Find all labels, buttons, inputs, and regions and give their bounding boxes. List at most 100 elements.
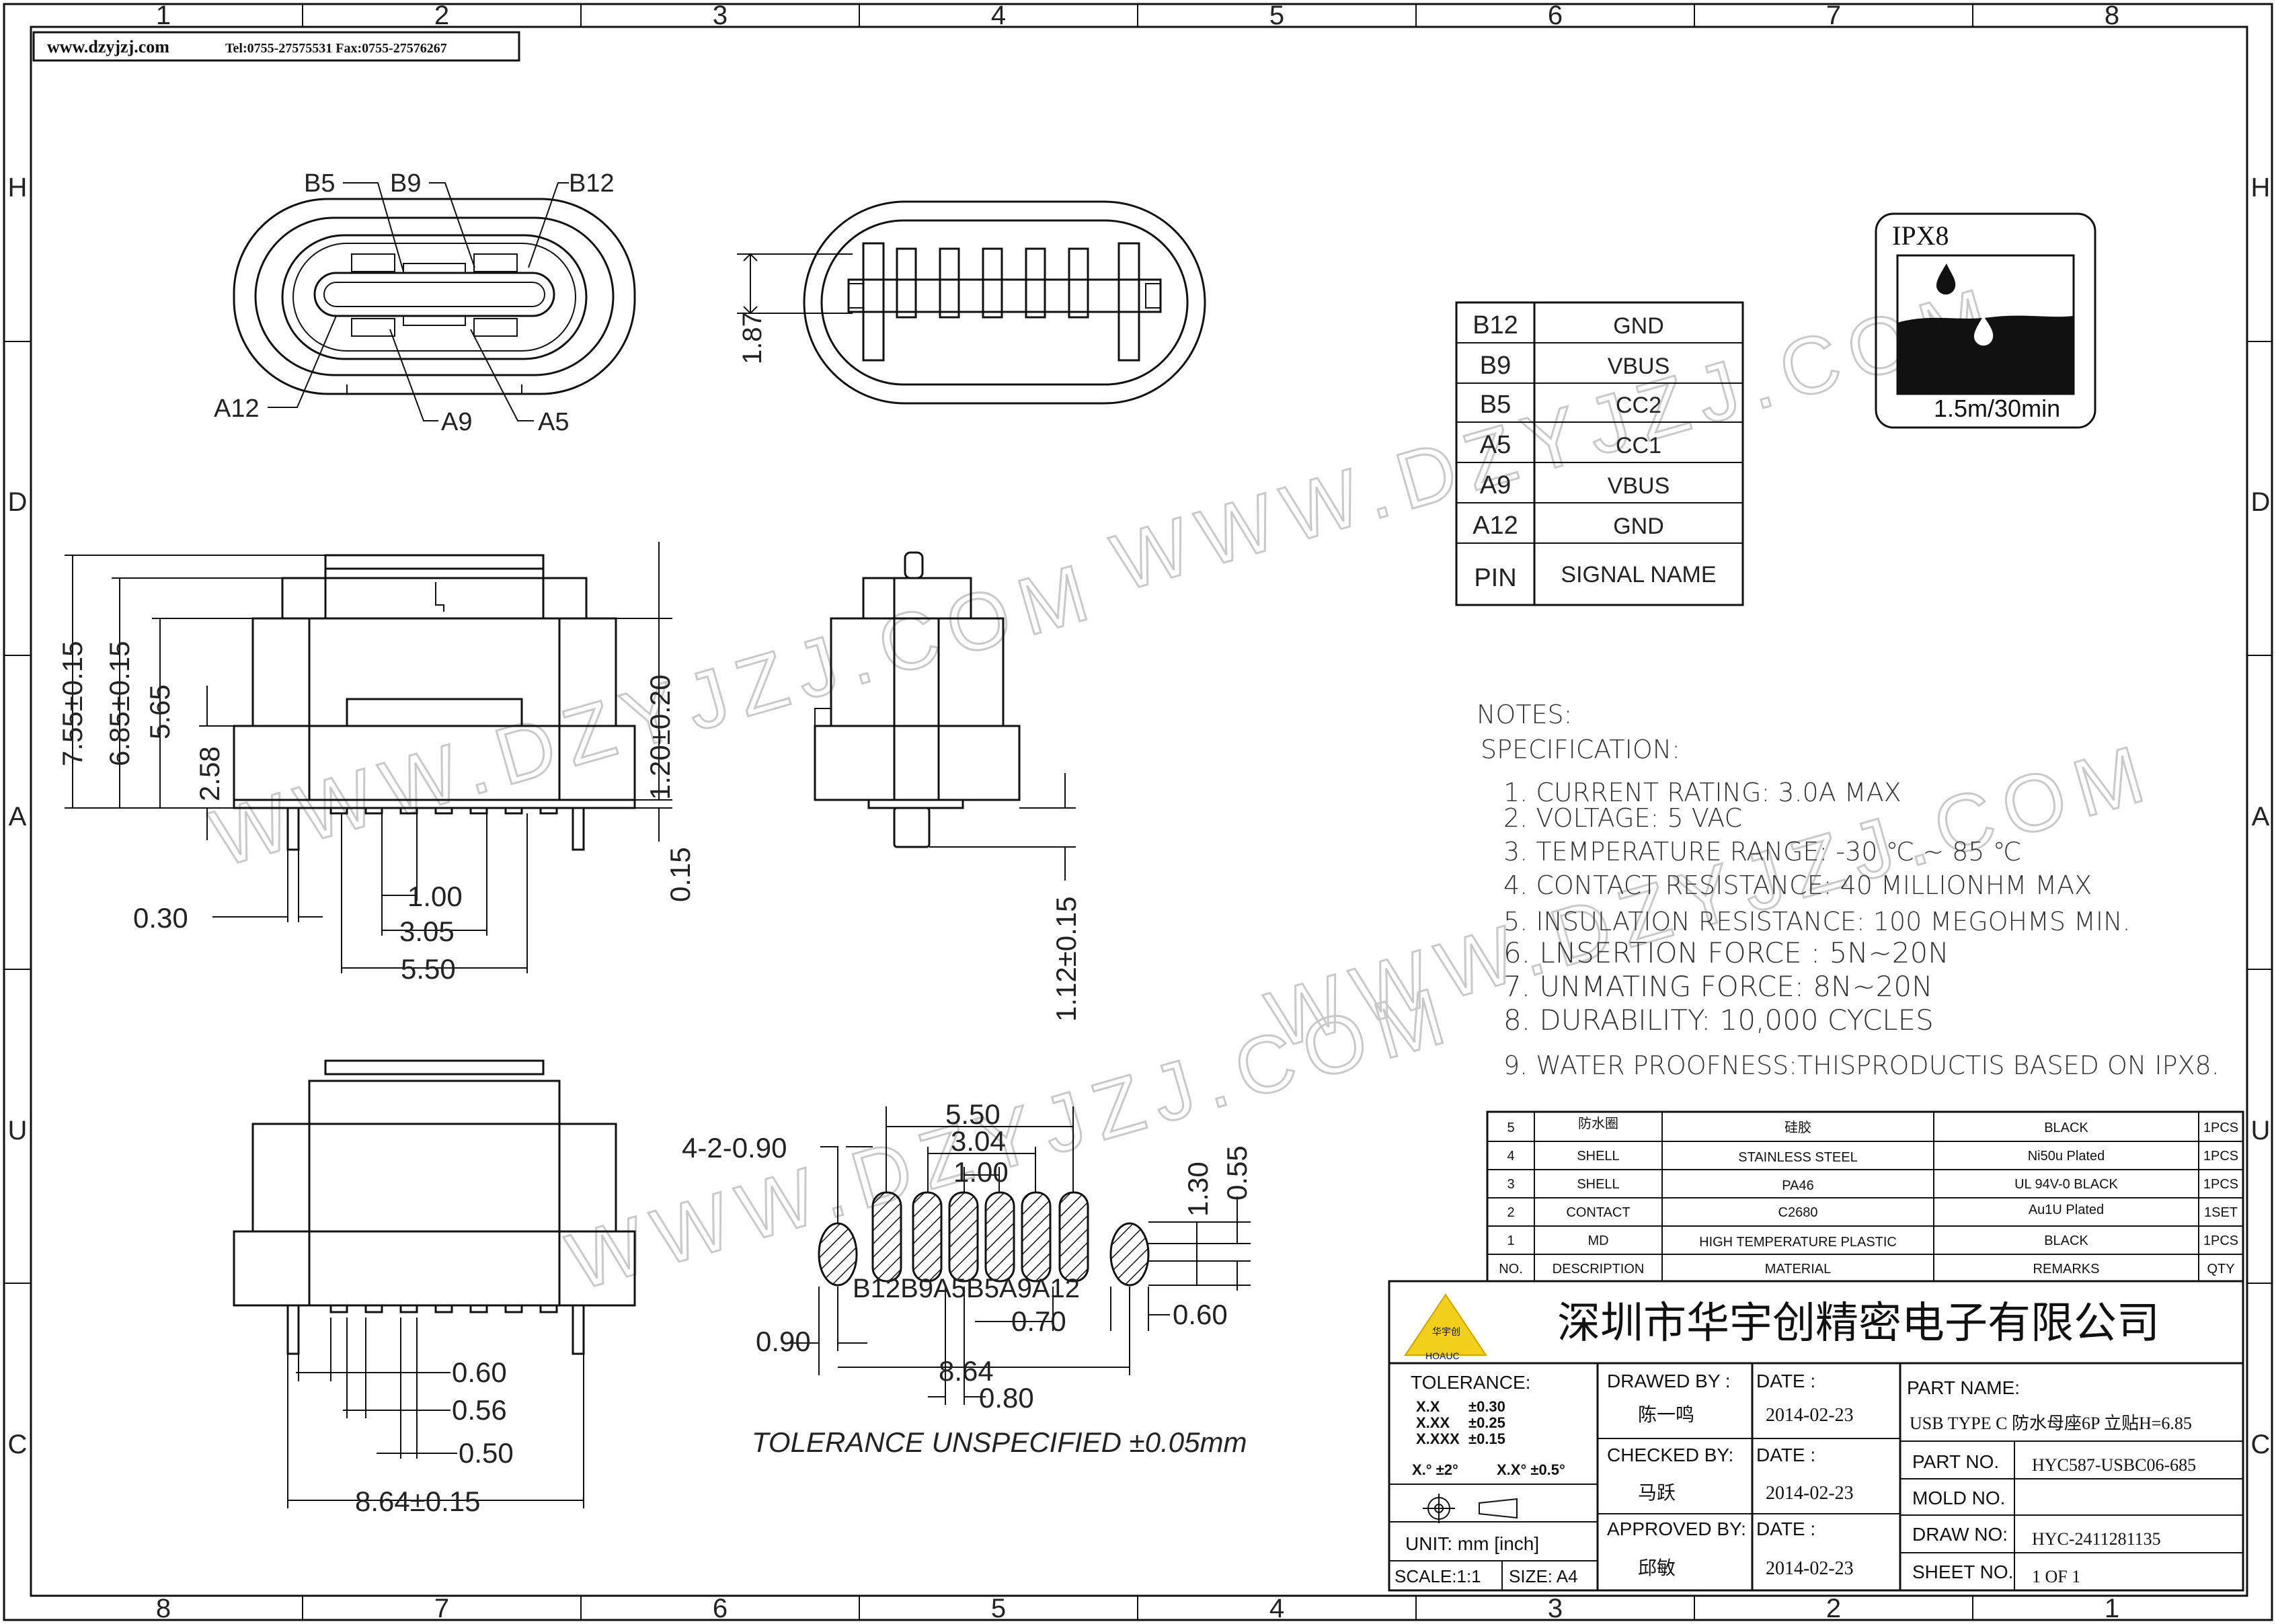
bom-qty-3: 1PCS xyxy=(2203,1177,2238,1192)
zone-bottom-8: 8 xyxy=(156,1594,171,1623)
approved-by: 邱敏 xyxy=(1638,1557,1676,1579)
bom-mat-4: STAINLESS STEEL xyxy=(1738,1150,1857,1165)
pin-table-pin-0: B12 xyxy=(1473,311,1518,339)
bom-mat-3: PA46 xyxy=(1782,1178,1813,1193)
logo-text: HOAUC xyxy=(1425,1350,1460,1361)
dim-1-20: 1.20±0.20 xyxy=(644,674,676,800)
size-label: SIZE: A4 xyxy=(1509,1566,1578,1586)
note-8: 8. DURABILITY: 10,000 CYCLES xyxy=(1503,1004,1934,1037)
bom-header-desc: DESCRIPTION xyxy=(1553,1262,1645,1276)
side-view xyxy=(814,551,1076,881)
dim-fp-0-70: 0.70 xyxy=(1011,1305,1066,1337)
date-approved: 2014-02-23 xyxy=(1766,1558,1854,1579)
bom-mat-5: 硅胶 xyxy=(1784,1120,1811,1135)
drawn-by-label: DRAWED BY : xyxy=(1607,1371,1731,1391)
note-4: 4. CONTACT RESISTANCE: 40 MILLIONHM MAX xyxy=(1503,870,2092,900)
bom-header-no: NO. xyxy=(1499,1262,1523,1276)
sheet-no: 1 OF 1 xyxy=(2032,1567,2080,1586)
zone-right-U: U xyxy=(2251,1116,2271,1145)
ipx8-caption: 1.5m/30min xyxy=(1934,395,2060,422)
pin-table xyxy=(1455,301,1744,606)
dim-6-85: 6.85±0.15 xyxy=(104,641,135,766)
part-name: USB TYPE C 防水母座6P 立贴H=6.85 xyxy=(1910,1414,2192,1433)
note-7: 7. UNMATING FORCE: 8N~20N xyxy=(1503,970,1933,1003)
dim-1-87: 1.87 xyxy=(738,312,767,364)
label-B9: B9 xyxy=(390,169,421,198)
dim-fp-0-90: 0.90 xyxy=(756,1326,811,1357)
part-name-label: PART NAME: xyxy=(1907,1377,2020,1398)
title-block xyxy=(1388,1280,2244,1592)
zone-top-1: 1 xyxy=(156,1,171,30)
bom-rem-4: Ni50u Plated xyxy=(2028,1149,2105,1164)
pin-table-signal-5: GND xyxy=(1613,514,1664,539)
dim-0-15: 0.15 xyxy=(664,847,696,902)
tol-v-0: ±0.30 xyxy=(1468,1398,1505,1415)
checked-by-label: CHECKED BY: xyxy=(1607,1445,1733,1465)
dim-fp-0-55: 0.55 xyxy=(1221,1145,1253,1201)
bom-desc-2: CONTACT xyxy=(1566,1205,1630,1220)
tol-k-0: X.X xyxy=(1416,1398,1440,1415)
bom-header-remarks: REMARKS xyxy=(2033,1262,2100,1276)
zone-bottom-7: 7 xyxy=(434,1594,449,1623)
company-name: 深圳市华宇创精密电子有限公司 xyxy=(1557,1299,2160,1347)
pin-table-signal-0: GND xyxy=(1613,313,1664,339)
dim-fp-5-50: 5.50 xyxy=(945,1098,1000,1130)
approved-by-label: APPROVED BY: xyxy=(1607,1518,1746,1539)
zone-left-D: D xyxy=(8,487,28,517)
dim-7-55: 7.55±0.15 xyxy=(56,641,88,766)
bom-no-5: 5 xyxy=(1507,1121,1514,1135)
zone-left-A: A xyxy=(9,802,27,831)
bom-mat-1: HIGH TEMPERATURE PLASTIC xyxy=(1699,1235,1897,1250)
dim-0-30: 0.30 xyxy=(133,902,188,934)
note-6: 6. LNSERTION FORCE : 5N~20N xyxy=(1503,936,1949,969)
pin-table-signal-1: VBUS xyxy=(1608,354,1670,379)
tol-v-1: ±0.25 xyxy=(1468,1414,1505,1431)
zone-right-D: D xyxy=(2251,487,2271,517)
bom-no-1: 1 xyxy=(1507,1233,1514,1248)
zone-top-2: 2 xyxy=(434,1,449,30)
bom-rem-3: UL 94V-0 BLACK xyxy=(2014,1177,2118,1192)
bom-qty-5: 1PCS xyxy=(2203,1121,2238,1135)
dim-fp-0-60: 0.60 xyxy=(1173,1299,1228,1330)
date-label-3: DATE : xyxy=(1756,1518,1815,1539)
ipx8-badge xyxy=(1875,212,2096,429)
pin-table-pin-4: A9 xyxy=(1480,471,1511,499)
pin-table-signal-3: CC1 xyxy=(1616,433,1661,458)
unit-label: UNIT: mm [inch] xyxy=(1405,1533,1539,1554)
pin-table-pin-2: B5 xyxy=(1480,391,1511,419)
dim-1-00: 1.00 xyxy=(407,881,463,912)
label-B5: B5 xyxy=(304,169,335,198)
dim-5-65: 5.65 xyxy=(144,684,175,739)
note-2: 2. VOLTAGE: 5 VAC xyxy=(1503,803,1742,833)
draw-no: HYC-2411281135 xyxy=(2032,1529,2161,1549)
scale-label: SCALE:1:1 xyxy=(1395,1566,1481,1586)
logo-cn: 华宇创 xyxy=(1432,1327,1460,1338)
tol-k-2: X.XXX xyxy=(1416,1430,1460,1447)
zone-top-6: 6 xyxy=(1548,1,1563,30)
zone-bottom-3: 3 xyxy=(1548,1594,1563,1623)
bom-rows: 5 防水圈 硅胶 BLACK 1PCS 4 SHELL STAINLESS ST… xyxy=(1499,1116,2238,1276)
bom-rem-2: Au1U Plated xyxy=(2029,1203,2104,1217)
tolerance-title: TOLERANCE: xyxy=(1411,1372,1530,1393)
pin-table-signal-4: VBUS xyxy=(1608,473,1670,499)
sheet-no-label: SHEET NO. xyxy=(1912,1561,2013,1582)
note-9: 9. WATER PROOFNESS:THISPRODUCTIS BASED O… xyxy=(1503,1051,2220,1080)
pin-table-signal-2: CC2 xyxy=(1616,393,1661,418)
mold-no-label: MOLD NO. xyxy=(1912,1488,2005,1508)
bom-header-material: MATERIAL xyxy=(1765,1262,1832,1276)
label-A9: A9 xyxy=(441,408,472,436)
draw-no-label: DRAW NO: xyxy=(1912,1524,2008,1545)
tol-v-2: ±0.15 xyxy=(1468,1430,1505,1447)
dim-fp-1-00: 1.00 xyxy=(953,1156,1009,1188)
logo-icon xyxy=(1404,1293,1487,1356)
zone-left-U: U xyxy=(8,1116,28,1145)
zone-right-C: C xyxy=(2251,1430,2271,1459)
dim-fp-8-64: 8.64 xyxy=(939,1355,994,1387)
zone-right-A: A xyxy=(2252,802,2270,831)
dim-0-56: 0.56 xyxy=(452,1394,507,1426)
zone-right-H: H xyxy=(2251,173,2271,202)
dim-2-58: 2.58 xyxy=(194,746,225,801)
dim-0-50: 0.50 xyxy=(459,1437,514,1469)
zone-top-7: 7 xyxy=(1826,1,1841,30)
dim-3-05: 3.05 xyxy=(399,916,455,947)
